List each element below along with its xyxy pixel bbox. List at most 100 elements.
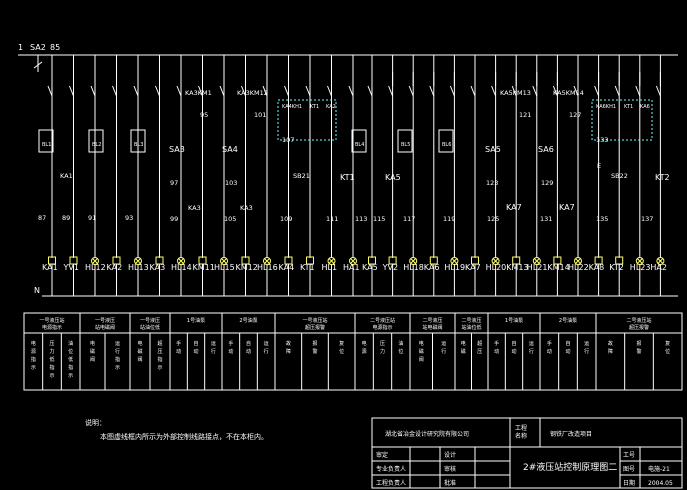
table-cell-0-1: 源 (31, 348, 36, 355)
title-project-label: 工程名称 (515, 424, 527, 440)
right-load-label-13: HL23 (630, 263, 651, 272)
lamp-icon (327, 257, 336, 265)
coil-icon (198, 256, 207, 265)
table-cell-12-1: 行 (264, 348, 269, 355)
label-97: 97 (170, 179, 178, 187)
notes: 说明： 本图虚线框内所示为外部控制线路接点，不在本柜内。 (85, 418, 268, 441)
label-123: 123 (486, 179, 498, 187)
table-cell-20-1: 行 (441, 348, 446, 355)
label-121: 121 (519, 111, 531, 119)
table-cell-11-0: 自 (246, 340, 251, 347)
table-cell-1-1: 力 (49, 348, 54, 355)
table-cell-29-0: 故 (608, 340, 613, 347)
sensor-box-label-2: BL3 (134, 142, 143, 148)
table-cell-2-1: 位 (68, 348, 73, 355)
table-cell-14-1: 警 (312, 348, 317, 355)
coil-icon (155, 256, 164, 265)
table-cell-14-0: 报 (312, 340, 317, 347)
table-cell-19-2: 阀 (419, 356, 424, 363)
mid-node-6: 113 (355, 215, 367, 223)
label-103: 103 (225, 179, 237, 187)
title-approver: 批准 (444, 479, 456, 487)
left-node-2: 89 (62, 214, 70, 222)
left-node-3: 91 (88, 214, 96, 222)
table-cell-8-0: 自 (193, 340, 198, 347)
table-cell-21-1: 磁 (461, 348, 466, 355)
table-cell-2-2: 低 (68, 356, 73, 363)
title-date: 2004.05 (648, 480, 673, 487)
top-bus-label: 1 (18, 43, 23, 52)
right-load-label-3: KA6 (424, 263, 440, 272)
label-ka4kh1: KA4KH1 (282, 104, 302, 110)
coil-icon (553, 256, 562, 265)
right-load-label-14: HA2 (650, 263, 667, 272)
title-row2: 专业负责人 (376, 465, 406, 473)
table-cell-22-1: 压 (477, 349, 482, 355)
table-cell-8-1: 动 (193, 348, 198, 355)
label-e-mark: E (597, 162, 601, 170)
title-checker: 审核 (444, 465, 456, 473)
title-project: 钢铁厂改造项目 (550, 430, 592, 438)
table-cell-27-0: 自 (565, 340, 570, 347)
sensor-box-label-1: BL2 (92, 142, 101, 148)
left-load-label-14: HA1 (343, 263, 360, 272)
table-cell-7-0: 手 (176, 340, 181, 347)
right-load-label-11: KA8 (589, 263, 605, 272)
table-header-6-0: 二号液压站 (370, 317, 395, 324)
table-header-11-1: 超压报警 (629, 324, 649, 331)
left-load-label-10: HL16 (257, 263, 278, 272)
table-cell-10-1: 动 (228, 348, 233, 355)
right-load-label-12: KT2 (609, 263, 624, 272)
label-107: 107 (282, 136, 294, 144)
lamp-icon (635, 257, 644, 265)
notes-line1: 本图虚线框内所示为外部控制线路接点，不在本柜内。 (100, 432, 268, 441)
sensor-box-icon (438, 129, 454, 153)
title-no-label: 工号 (623, 452, 635, 459)
label-ka3km12: KA3KM12 (237, 89, 268, 97)
table-cell-26-0: 手 (547, 340, 552, 347)
left-load-label-3: KA2 (107, 263, 123, 272)
table-cell-3-1: 磁 (90, 348, 95, 355)
right-load-label-6: HL20 (486, 263, 507, 272)
mid-node-7: 115 (373, 215, 385, 223)
left-load-label-9: KM12 (236, 263, 258, 272)
label-kt2: KT2 (655, 173, 670, 182)
table-cell-18-1: 位 (398, 348, 403, 355)
label-ka5km14: KA5KM14 (553, 89, 584, 97)
table-cell-28-1: 行 (584, 348, 589, 355)
right-load-label-4: HL19 (444, 263, 465, 272)
table-cell-26-1: 动 (547, 348, 552, 355)
table-cell-1-4: 示 (49, 373, 54, 379)
table-cell-15-1: 位 (339, 348, 344, 355)
label-ka7-a: KA7 (506, 203, 522, 212)
label-ka6-top: KA6 (640, 104, 650, 110)
lamp-icon (532, 257, 541, 265)
table-cell-29-1: 障 (608, 348, 613, 355)
label-ka3km1: KA3KM1 (185, 89, 212, 97)
label-95: 95 (200, 111, 208, 119)
label-125: 125 (487, 215, 499, 223)
table-cell-31-1: 位 (665, 348, 670, 355)
table-cell-24-1: 动 (511, 348, 516, 355)
lamp-icon (91, 257, 99, 265)
label-kt1: KT1 (340, 173, 355, 182)
table-cell-30-0: 报 (636, 340, 641, 347)
lamp-icon (263, 257, 271, 265)
coil-icon (615, 256, 624, 265)
left-load-label-4: HL13 (128, 263, 149, 272)
coil-icon (388, 256, 397, 265)
table-cell-17-0: 压 (380, 341, 385, 347)
left-load-label-13: HL1 (322, 263, 338, 272)
table-cell-30-1: 警 (636, 348, 641, 355)
label-sb21: SB21 (293, 172, 310, 180)
label-kt1-top: KT1 (310, 104, 319, 110)
bottom-bus-label: N (34, 286, 40, 295)
table-cell-4-0: 运 (115, 340, 120, 347)
table-cell-25-0: 运 (529, 340, 534, 347)
lamp-icon (409, 257, 418, 265)
sensor-box-icon (397, 129, 413, 153)
table-cell-9-1: 行 (211, 348, 216, 355)
